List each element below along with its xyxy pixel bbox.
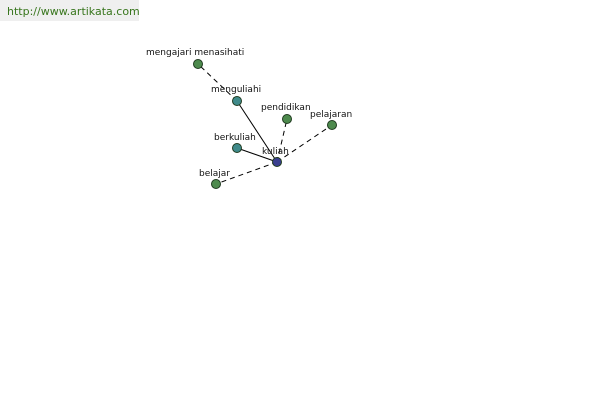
- node-pendidikan[interactable]: [282, 114, 292, 124]
- node-pelajaran[interactable]: [327, 120, 337, 130]
- edge-kuliah-berkuliah: [236, 147, 278, 163]
- center-node-kuliah[interactable]: [272, 157, 282, 167]
- edge-kuliah-belajar: [215, 161, 278, 185]
- edge-kuliah-menguliahi: [236, 100, 278, 163]
- edges-layer: [197, 63, 333, 185]
- edge-kuliah-pelajaran: [276, 124, 333, 163]
- node-label-pelajaran[interactable]: pelajaran: [310, 110, 352, 120]
- node-berkuliah[interactable]: [232, 143, 242, 153]
- node-label-pendidikan[interactable]: pendidikan: [261, 103, 311, 113]
- source-url-link[interactable]: http://www.artikata.com: [0, 0, 140, 21]
- edge-menguliahi-mengajari_menasihati: [197, 63, 238, 102]
- node-label-mengajari-menasihati[interactable]: mengajari menasihati: [146, 48, 244, 58]
- node-label-berkuliah[interactable]: berkuliah: [214, 133, 256, 143]
- labels-layer: mengajari menasihati menguliahipendidikan…: [146, 48, 352, 179]
- node-mengajari-menasihati[interactable]: [193, 59, 203, 69]
- node-label-menguliahi[interactable]: menguliahi: [211, 85, 261, 95]
- node-belajar[interactable]: [211, 179, 221, 189]
- node-label-kuliah[interactable]: kuliah: [262, 147, 289, 157]
- nodes-layer: [193, 59, 337, 189]
- edge-kuliah-pendidikan: [276, 118, 288, 163]
- node-menguliahi[interactable]: [232, 96, 242, 106]
- node-label-belajar[interactable]: belajar: [199, 169, 230, 179]
